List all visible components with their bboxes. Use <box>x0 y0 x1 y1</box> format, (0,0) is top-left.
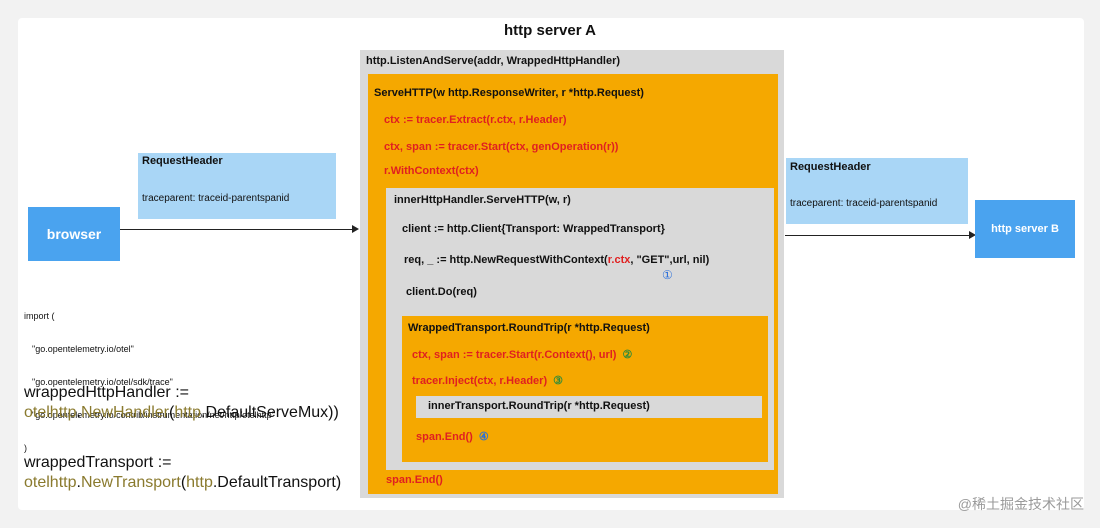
marker-4: ④ <box>478 431 489 443</box>
right-header-value: traceparent: traceid-parentspanid <box>790 198 938 209</box>
left-header-name: RequestHeader <box>142 155 223 167</box>
handler-paren: ( <box>168 404 175 421</box>
new-request-suffix: , "GET",url, nil) <box>630 254 710 266</box>
server-b-label: http server B <box>991 223 1059 235</box>
transport-arg-pkg: http <box>186 474 213 491</box>
new-request-ctx: r.ctx <box>607 254 631 266</box>
inner-roundtrip-label: innerTransport.RoundTrip(r *http.Request… <box>428 400 650 412</box>
new-request-prefix: req, _ := http.NewRequestWithContext( <box>404 254 608 266</box>
client-do-line: client.Do(req) <box>406 286 477 298</box>
transport-dot: . <box>76 474 81 491</box>
browser-label: browser <box>46 226 102 242</box>
left-header-value: traceparent: traceid-parentspanid <box>142 193 290 204</box>
inject-line: tracer.Inject(ctx, r.Header) ③ <box>412 374 563 387</box>
listen-and-serve-label: http.ListenAndServe(addr, WrappedHttpHan… <box>366 55 621 67</box>
with-context-line: r.WithContext(ctx) <box>384 165 479 177</box>
marker-3: ③ <box>553 375 563 387</box>
handler-code: wrappedHttpHandler := otelhttp.NewHandle… <box>24 383 339 423</box>
transport-paren: ( <box>180 474 187 491</box>
arrow-browser-to-server-a <box>120 229 352 230</box>
left-request-header: RequestHeader traceparent: traceid-paren… <box>138 153 336 219</box>
server-b-node: http server B <box>975 200 1075 258</box>
ctx-extract-line: ctx := tracer.Extract(r.ctx, r.Header) <box>384 114 567 126</box>
transport-code-line-2: otelhttp.NewTransport(http.DefaultTransp… <box>24 473 341 493</box>
watermark: @稀土掘金技术社区 <box>957 496 1084 512</box>
marker-2: ② <box>622 349 633 361</box>
import-line-2: "go.opentelemetry.io/otel/sdk/trace" <box>32 377 173 387</box>
roundtrip-span-end: span.End() ④ <box>416 430 489 443</box>
marker-1: ① <box>662 268 673 282</box>
client-line: client := http.Client{Transport: Wrapped… <box>402 223 665 235</box>
right-header-name: RequestHeader <box>790 161 871 173</box>
arrow-server-a-to-server-b <box>785 235 969 236</box>
handler-code-line-2: otelhttp.NewHandler(http.DefaultServeMux… <box>24 403 339 423</box>
transport-fn: NewTransport <box>80 474 181 491</box>
import-line-3: "go.opentelemetry.io/contrib/instrumenta… <box>32 410 275 420</box>
transport-arg: .DefaultTransport) <box>212 474 342 491</box>
new-request-line: req, _ := http.NewRequestWithContext(r.c… <box>404 254 709 266</box>
roundtrip-ctx-start: ctx, span := tracer.Start(r.Context(), u… <box>412 348 632 361</box>
import-line-1: "go.opentelemetry.io/otel" <box>32 344 134 354</box>
ctx-start-line: ctx, span := tracer.Start(ctx, genOperat… <box>384 141 619 153</box>
transport-pkg: otelhttp <box>24 474 77 491</box>
serve-span-end: span.End() <box>386 474 443 486</box>
roundtrip-span-end-text: span.End() <box>416 431 473 443</box>
transport-code-line-1: wrappedTransport := <box>24 454 172 471</box>
inner-roundtrip-box: innerTransport.RoundTrip(r *http.Request… <box>416 396 762 418</box>
import-block: import ( "go.opentelemetry.io/otel" "go.… <box>24 289 275 465</box>
handler-fn: NewHandler <box>80 404 169 421</box>
inner-handler-header: innerHttpHandler.ServeHTTP(w, r) <box>394 194 571 206</box>
handler-dot: . <box>76 404 81 421</box>
roundtrip-box: WrappedTransport.RoundTrip(r *http.Reque… <box>402 316 768 462</box>
inject-text: tracer.Inject(ctx, r.Header) <box>412 375 548 387</box>
handler-arg-pkg: http <box>174 404 201 421</box>
import-open: import ( <box>24 311 55 321</box>
transport-code: wrappedTransport := otelhttp.NewTranspor… <box>24 453 341 493</box>
right-request-header: RequestHeader traceparent: traceid-paren… <box>786 158 968 224</box>
roundtrip-ctx-start-text: ctx, span := tracer.Start(r.Context(), u… <box>412 349 617 361</box>
arrowhead-browser-to-server-a <box>352 225 359 233</box>
arrowhead-server-a-to-server-b <box>969 231 976 239</box>
handler-code-line-1: wrappedHttpHandler := <box>24 384 189 401</box>
handler-pkg: otelhttp <box>24 404 77 421</box>
serve-http-header: ServeHTTP(w http.ResponseWriter, r *http… <box>374 87 644 99</box>
import-close: ) <box>24 443 27 453</box>
diagram-title: http server A <box>504 22 596 39</box>
browser-node: browser <box>28 207 120 261</box>
handler-arg: .DefaultServeMux)) <box>201 404 339 421</box>
roundtrip-header: WrappedTransport.RoundTrip(r *http.Reque… <box>408 322 650 334</box>
